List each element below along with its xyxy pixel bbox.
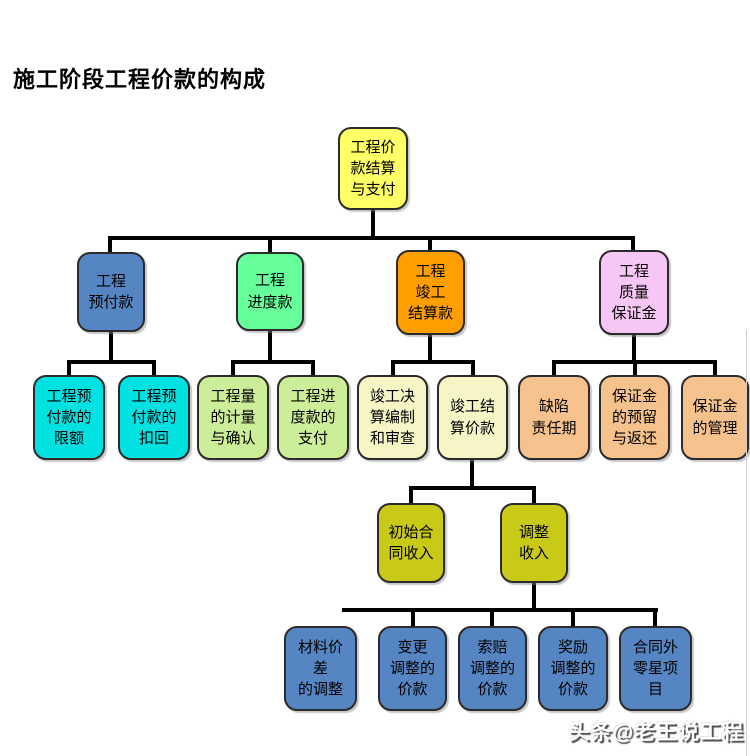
node-quality-retention: 工程 质量 保证金	[599, 250, 669, 335]
node-retention-withhold-return: 保证金 的预留 与返还	[599, 375, 670, 460]
node-extra-misc-items: 合同外 零星项 目	[619, 626, 692, 711]
node-completion-audit: 竣工决 算编制 和审查	[357, 375, 428, 460]
connector-advance	[67, 330, 156, 378]
node-advance-limit: 工程预 付款的 限额	[33, 375, 105, 460]
connector-root	[108, 208, 635, 255]
node-claim-adjustment: 索赔 调整的 价款	[458, 626, 527, 711]
node-progress-payment: 工程 进度款	[236, 252, 304, 331]
connector-retention	[552, 333, 717, 378]
node-incentive-adjustment: 奖励 调整的 价款	[538, 626, 608, 711]
watermark-text: 头条@老王说工程	[568, 721, 744, 744]
connector-adjusted-revenue	[342, 580, 658, 628]
node-adjusted-revenue: 调整 收入	[500, 503, 568, 583]
node-advance-recovery: 工程预 付款的 扣回	[118, 375, 190, 460]
node-initial-contract-revenue: 初始合 同收入	[377, 503, 445, 583]
page-title: 施工阶段工程价款的构成	[13, 67, 267, 92]
node-settlement-payment-root: 工程价 款结算 与支付	[338, 127, 408, 210]
node-defect-liability: 缺陷 责任期	[518, 375, 590, 460]
node-progress-payment-pay: 工程进 度款的 支付	[277, 375, 349, 460]
node-settlement-price: 竣工结 算价款	[437, 375, 508, 460]
connector-progress	[231, 329, 315, 378]
node-quantity-measurement: 工程量 的计量 与确认	[197, 375, 269, 460]
node-retention-management: 保证金 的管理	[681, 375, 749, 460]
connector-completion	[391, 333, 475, 378]
right-edge-divider	[746, 330, 747, 756]
node-variation-adjustment: 变更 调整的 价款	[378, 626, 447, 711]
node-completion-settlement: 工程 竣工 结算款	[396, 250, 465, 335]
connector-settlement-price	[409, 457, 536, 505]
node-advance-payment: 工程 预付款	[77, 252, 145, 332]
node-material-price-diff: 材料价 差 的调整	[284, 626, 357, 711]
